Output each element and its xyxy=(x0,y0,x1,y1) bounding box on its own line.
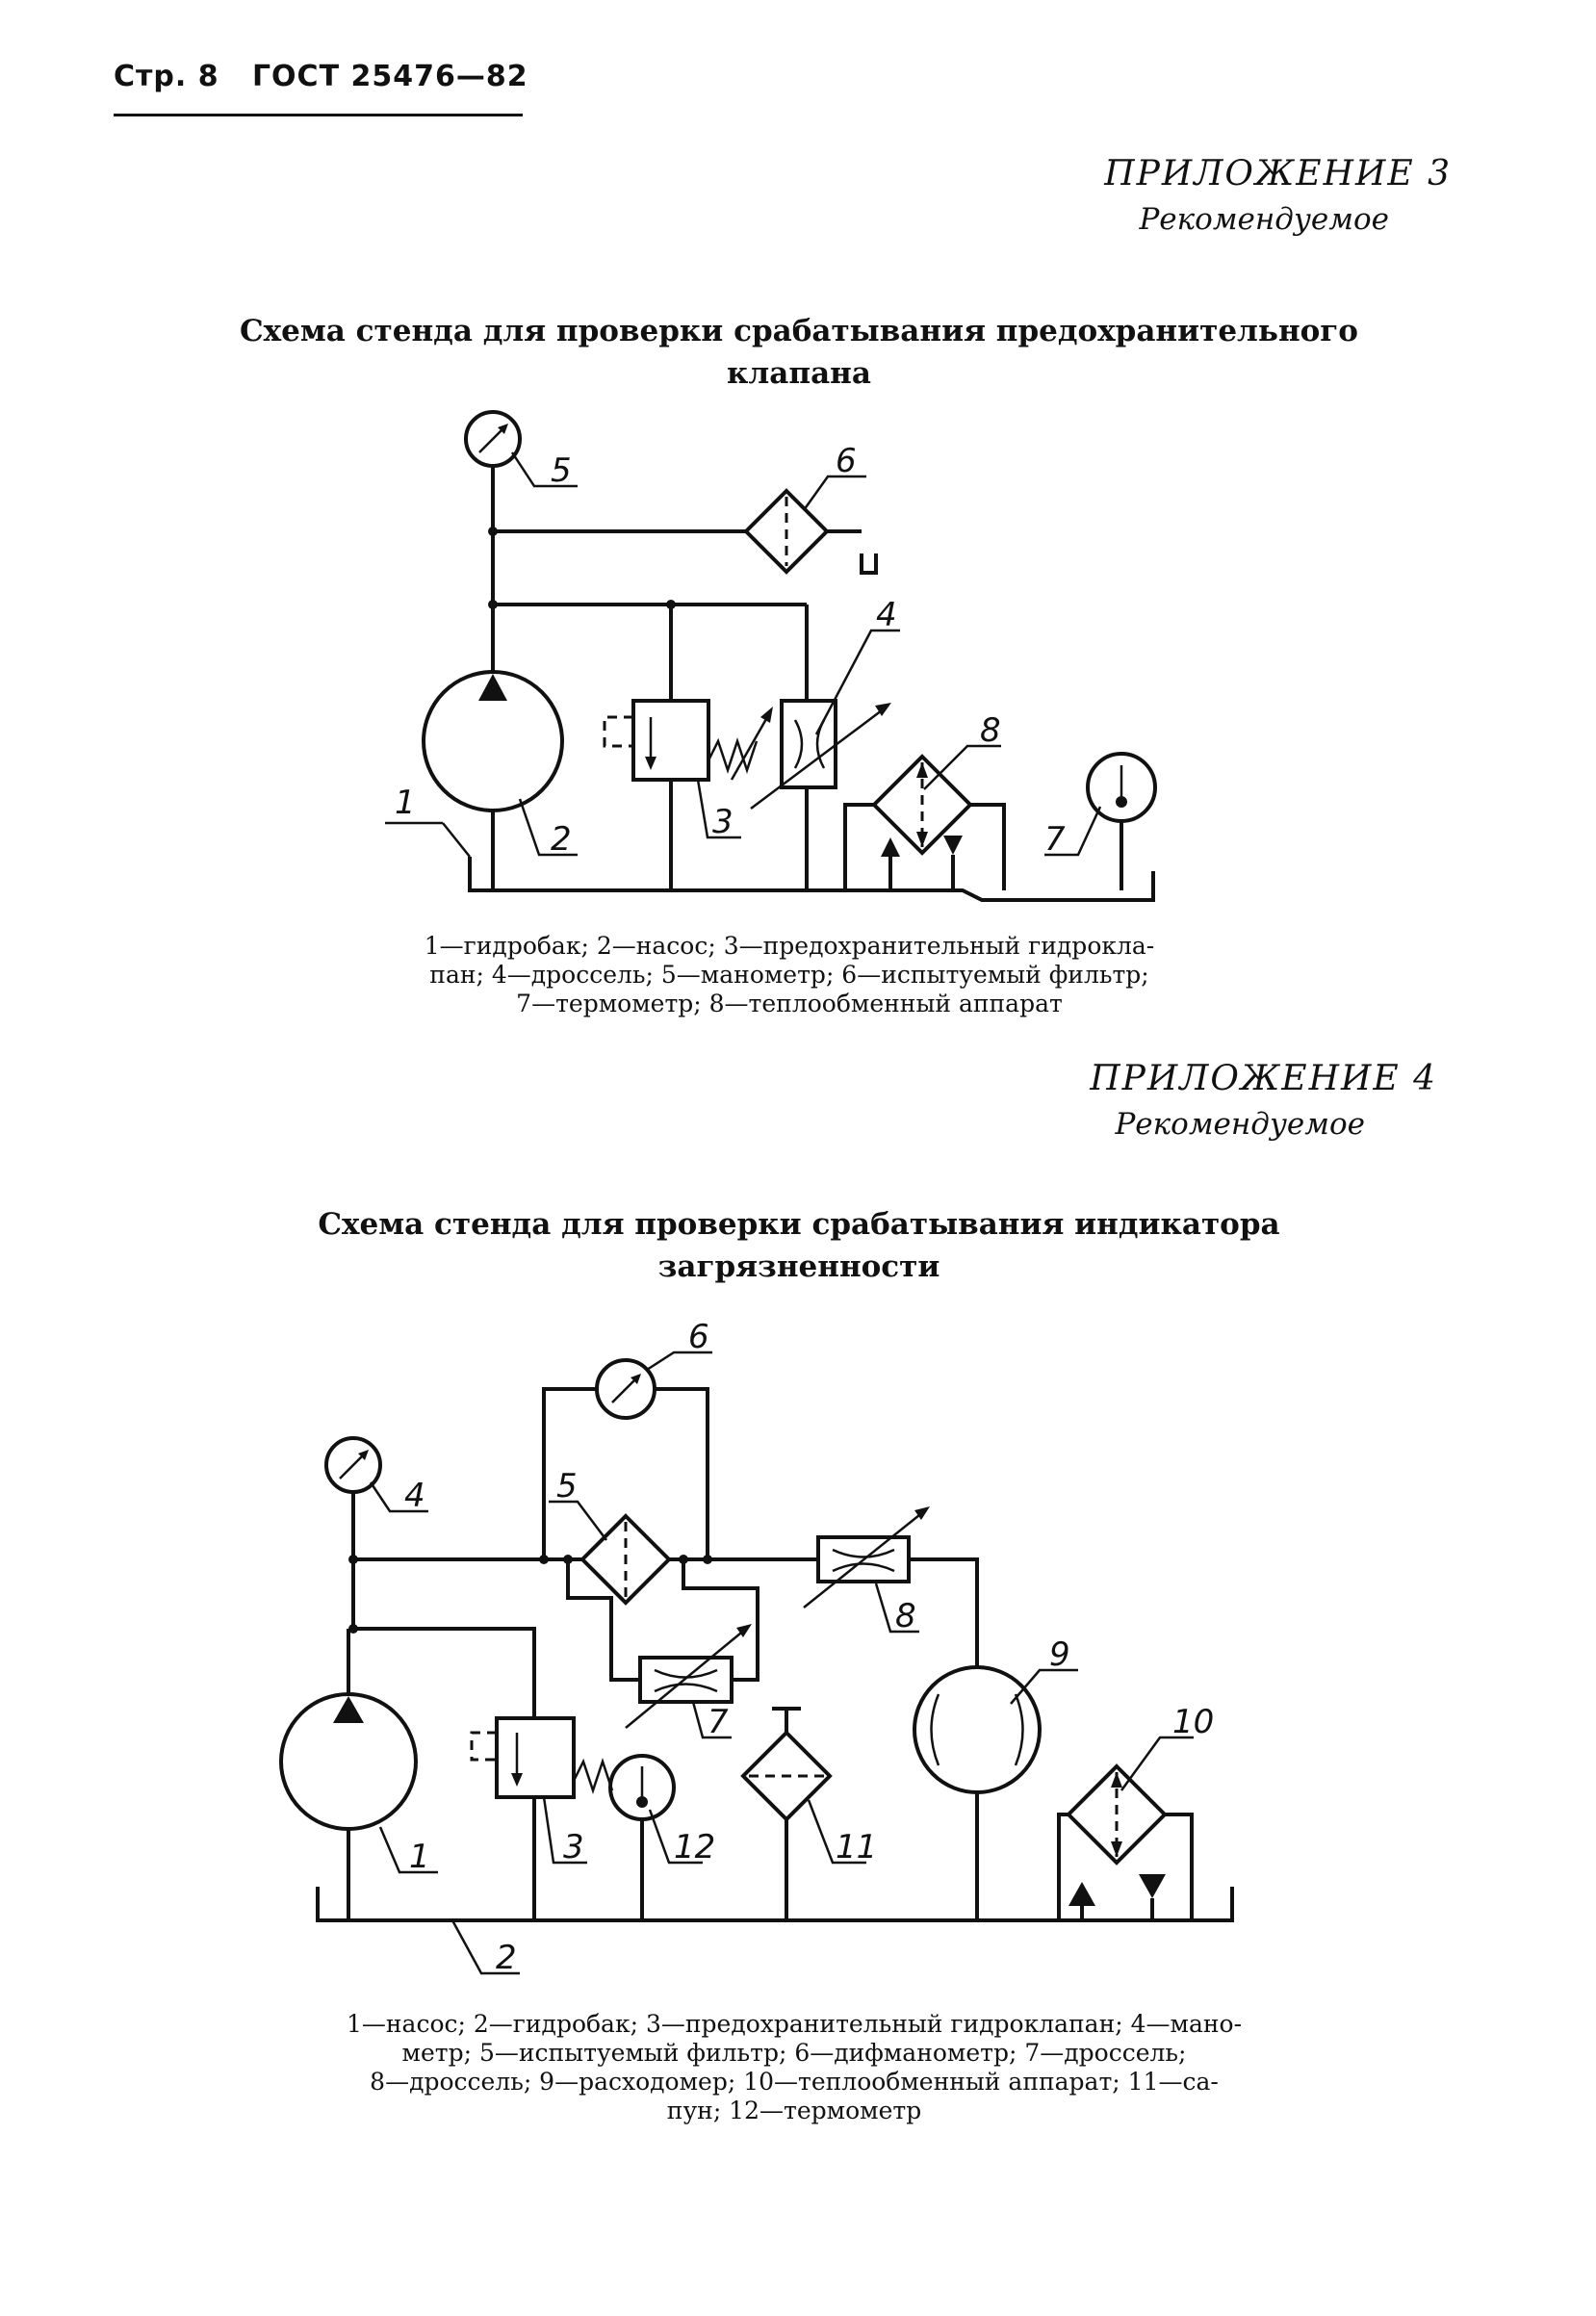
label-6: 6 xyxy=(836,442,857,480)
appendix4-legend-line1: 1—насос; 2—гидробак; 3—предохранительный… xyxy=(346,2010,1243,2038)
heat-exchanger-8 xyxy=(871,754,973,856)
label-8b: 8 xyxy=(895,1597,916,1635)
filter-6-icon xyxy=(743,488,830,575)
label-2: 2 xyxy=(551,820,572,859)
label-5: 5 xyxy=(551,451,572,490)
tank-1 xyxy=(468,857,1155,902)
appendix3-legend: 1—гидробак; 2—насос; 3—предохранительный… xyxy=(318,932,1261,1018)
tank-2 xyxy=(316,1887,1234,1922)
heat-exchanger-10 xyxy=(1066,1763,1168,1866)
filter-5-icon xyxy=(579,1513,672,1606)
label-6b: 6 xyxy=(688,1318,709,1356)
label-7b: 7 xyxy=(708,1703,729,1741)
appendix4-legend-line4: пун; 12—термометр xyxy=(666,2097,922,2124)
throttle-7 xyxy=(638,1656,734,1704)
appendix3-legend-line1: 1—гидробак; 2—насос; 3—предохранительный… xyxy=(424,932,1155,960)
label-4b: 4 xyxy=(404,1477,425,1515)
label-11b: 11 xyxy=(836,1828,877,1866)
appendix3-scheme-title-line1: Схема стенда для проверки срабатывания п… xyxy=(239,314,1358,348)
flowmeter-9-icon xyxy=(913,1665,1042,1794)
appendix3-scheme-title-line2: клапана xyxy=(727,356,871,391)
label-4: 4 xyxy=(876,596,897,634)
appendix4-legend: 1—насос; 2—гидробак; 3—предохранительный… xyxy=(260,2010,1328,2125)
page-number: Стр. 8 xyxy=(114,60,219,93)
appendix4-legend-line2: метр; 5—испытуемый фильтр; 6—дифманометр… xyxy=(401,2039,1187,2067)
relief-spring xyxy=(707,737,759,774)
appendix3-subtitle: Рекомендуемое xyxy=(1139,202,1389,237)
appendix4-scheme-title-line2: загрязненности xyxy=(657,1249,940,1284)
label-7: 7 xyxy=(1044,820,1066,859)
appendix3-legend-line2: пан; 4—дроссель; 5—манометр; 6—испытуемы… xyxy=(429,961,1149,989)
label-10b: 10 xyxy=(1172,1703,1214,1741)
page-header: Стр. 8 ГОСТ 25476—82 xyxy=(114,60,528,93)
pump-arrow xyxy=(478,674,507,701)
appendix3-title: ПРИЛОЖЕНИЕ 3 xyxy=(1104,154,1452,193)
appendix4-diagram: 4 6 5 8 7 9 10 11 12 3 1 2 xyxy=(279,1318,1234,1977)
header-rule xyxy=(114,114,523,116)
appendix3-diagram: 5 6 4 8 3 2 7 1 xyxy=(385,410,1157,902)
appendix3-scheme-title: Схема стенда для проверки срабатывания п… xyxy=(193,310,1405,395)
label-3: 3 xyxy=(712,803,734,841)
label-3b: 3 xyxy=(563,1828,584,1866)
appendix4-title: ПРИЛОЖЕНИЕ 4 xyxy=(1090,1059,1437,1098)
standard-number: ГОСТ 25476—82 xyxy=(251,60,528,93)
appendix4-scheme-title-line1: Схема стенда для проверки срабатывания и… xyxy=(318,1207,1280,1242)
manometer-6-icon xyxy=(595,1358,656,1420)
label-9b: 9 xyxy=(1049,1635,1070,1674)
label-2b: 2 xyxy=(496,1939,517,1977)
appendix4-scheme-title: Схема стенда для проверки срабатывания и… xyxy=(193,1203,1405,1288)
appendix4-legend-line3: 8—дроссель; 9—расходомер; 10—теплообменн… xyxy=(370,2068,1219,2096)
label-5b: 5 xyxy=(556,1467,578,1505)
appendix4-subtitle: Рекомендуемое xyxy=(1115,1107,1365,1142)
label-8: 8 xyxy=(980,711,1001,750)
label-1b: 1 xyxy=(409,1838,430,1876)
appendix3-legend-line3: 7—термометр; 8—теплообменный аппарат xyxy=(516,990,1063,1017)
relief-valve-3b xyxy=(495,1716,576,1799)
label-12b: 12 xyxy=(674,1828,715,1866)
label-1: 1 xyxy=(395,784,416,822)
